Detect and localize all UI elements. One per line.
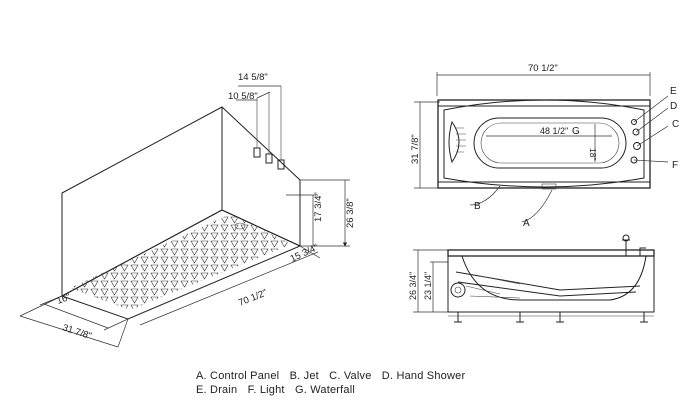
dim-depth-right: 15 3/4" xyxy=(289,242,321,265)
legend-item-a: A. Control Panel xyxy=(196,370,280,382)
side-rim xyxy=(447,249,655,257)
wall-fixtures xyxy=(253,86,285,170)
legend-item-d: D. Hand Shower xyxy=(381,370,466,382)
top-dim-length: 70 1/2" xyxy=(528,63,558,74)
legend-item-c: C. Valve xyxy=(329,370,372,382)
callout-f: F xyxy=(672,160,678,171)
dim-length: 70 1/2" xyxy=(237,287,269,308)
callout-d: D xyxy=(670,101,677,112)
callout-a: A xyxy=(523,218,530,229)
top-dim-inner-width: 18" xyxy=(588,148,598,160)
legend-item-b: B. Jet xyxy=(289,370,319,382)
floor-hatch xyxy=(70,214,292,310)
drain-icon xyxy=(234,222,246,230)
dim-height-total: 26 3/8" xyxy=(345,198,356,228)
callout-c: C xyxy=(672,119,679,130)
callout-g: G xyxy=(572,126,580,137)
top-dim-inner-length: 48 1/2" xyxy=(540,126,568,136)
side-basin xyxy=(461,255,647,301)
headrest xyxy=(448,120,460,164)
legend-row-1: A. Control Panel B. Jet C. Valve D. Hand… xyxy=(196,370,472,382)
side-faucet xyxy=(622,239,630,256)
drain-plate xyxy=(541,183,557,190)
dim-top-inner: 10 5/8" xyxy=(228,91,258,102)
callout-e: E xyxy=(670,86,677,97)
side-dim-height-outer: 26 3/4" xyxy=(408,272,418,300)
dim-top-outer: 14 5/8" xyxy=(238,72,268,83)
callout-b: B xyxy=(474,201,481,212)
legend-row-2: E. Drain F. Light G. Waterfall xyxy=(196,384,362,396)
side-legs xyxy=(448,312,654,323)
top-dim-width: 31 7/8" xyxy=(410,134,421,164)
side-view: 26 3/4" 23 1/4" xyxy=(408,234,655,323)
tub-rim xyxy=(443,99,645,188)
legend-item-e: E. Drain xyxy=(196,384,238,396)
side-dim-height-inner: 23 1/4" xyxy=(423,272,433,300)
tub-deck xyxy=(437,99,651,189)
dim-height-mid: 17 3/4" xyxy=(313,192,324,222)
iso-view: 14 5/8" 10 5/8" 26 3/8" 17 3/4" 15 3/4" … xyxy=(19,72,356,348)
legend-item-g: G. Waterfall xyxy=(294,384,356,396)
top-view: 70 1/2" 31 7/8" 48 1/2" 18" G xyxy=(410,63,679,229)
pump-icon xyxy=(450,282,466,298)
dim-width-left: 31 7/8" xyxy=(61,322,93,342)
legend-item-f: F. Light xyxy=(247,384,285,396)
dim-depth-left: 16" xyxy=(55,292,72,307)
tub-basin xyxy=(473,117,627,169)
control-fixtures xyxy=(541,119,641,190)
